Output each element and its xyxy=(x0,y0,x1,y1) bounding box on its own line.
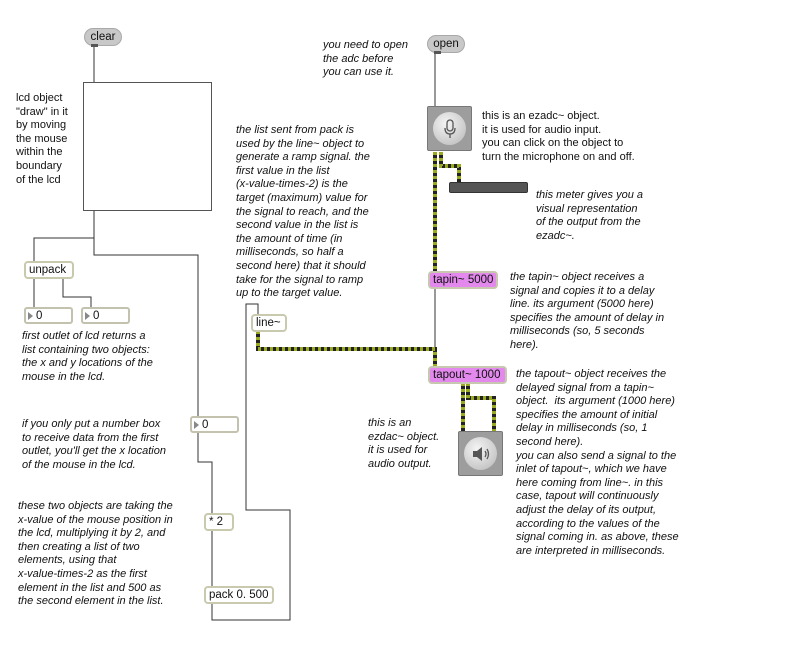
pack-comment: these two objects are taking the x-value… xyxy=(18,500,173,608)
meter-comment: this meter gives you a visual representa… xyxy=(536,189,643,242)
ezadc-object[interactable] xyxy=(427,106,472,151)
ezdac-comment: this is an ezdac~ object. it is used for… xyxy=(368,417,440,470)
open-button[interactable]: open xyxy=(427,35,465,54)
unpack-object[interactable]: unpack xyxy=(24,261,74,279)
multiply-object[interactable]: * 2 xyxy=(204,513,234,531)
unpack-comment: first outlet of lcd returns a list conta… xyxy=(22,330,153,383)
open-outlet[interactable] xyxy=(434,51,441,54)
cord-unpack-y xyxy=(62,278,92,308)
adc-open-comment: you need to open the adc before you can … xyxy=(323,39,409,79)
y-number-box[interactable]: 0 xyxy=(81,307,130,324)
clear-outlet[interactable] xyxy=(91,44,98,47)
tapout-comment: the tapout~ object receives the delayed … xyxy=(516,368,679,557)
number-arrow-icon xyxy=(28,311,33,320)
tapout-object[interactable]: tapout~ 1000 xyxy=(428,366,507,384)
tapin-label: tapin~ 5000 xyxy=(433,274,494,286)
cord-lcd-unpack xyxy=(33,211,95,262)
tapin-comment: the tapin~ object receives a signal and … xyxy=(510,271,665,351)
cord-number-times2 xyxy=(197,433,213,513)
signal-cord-ezadc-meter xyxy=(439,152,461,183)
line-label: line~ xyxy=(256,317,281,329)
clear-button[interactable]: clear xyxy=(84,28,122,47)
line-object[interactable]: line~ xyxy=(251,314,287,332)
tapin-object[interactable]: tapin~ 5000 xyxy=(428,271,498,289)
ezdac-button[interactable] xyxy=(464,437,497,470)
lcd-comment: lcd object "draw" in it by moving the mo… xyxy=(16,92,68,186)
number-arrow-icon xyxy=(194,420,199,429)
ezadc-comment: this is an ezadc~ object. it is used for… xyxy=(482,110,635,163)
cord-lcd-number xyxy=(93,211,199,416)
open-button-label: open xyxy=(433,38,459,50)
ezadc-button[interactable] xyxy=(433,112,466,145)
tapout-label: tapout~ 1000 xyxy=(433,369,501,381)
ezdac-object[interactable] xyxy=(458,431,503,476)
x-only-number-box[interactable]: 0 xyxy=(190,416,239,433)
cord-pack-line xyxy=(211,303,291,621)
pack-object[interactable]: pack 0. 500 xyxy=(204,586,274,604)
speaker-icon xyxy=(472,446,489,461)
pack-label: pack 0. 500 xyxy=(209,589,269,601)
y-number-value: 0 xyxy=(93,309,100,322)
multiply-label: * 2 xyxy=(209,516,224,528)
signal-cord-line-tapout xyxy=(256,331,437,367)
signal-cord-tapout-dac-right xyxy=(466,383,496,432)
x-number-box[interactable]: 0 xyxy=(24,307,73,324)
level-meter xyxy=(449,182,528,193)
line-ramp-comment: the list sent from pack is used by the l… xyxy=(236,124,370,300)
x-number-value: 0 xyxy=(36,309,43,322)
unpack-label: unpack xyxy=(29,264,67,276)
lcd-drawing-area[interactable] xyxy=(83,82,212,211)
microphone-icon xyxy=(443,118,456,138)
x-only-number-value: 0 xyxy=(202,418,209,431)
number-arrow-icon xyxy=(85,311,90,320)
number-box-comment: if you only put a number box to receive … xyxy=(22,418,166,471)
clear-button-label: clear xyxy=(90,31,116,43)
